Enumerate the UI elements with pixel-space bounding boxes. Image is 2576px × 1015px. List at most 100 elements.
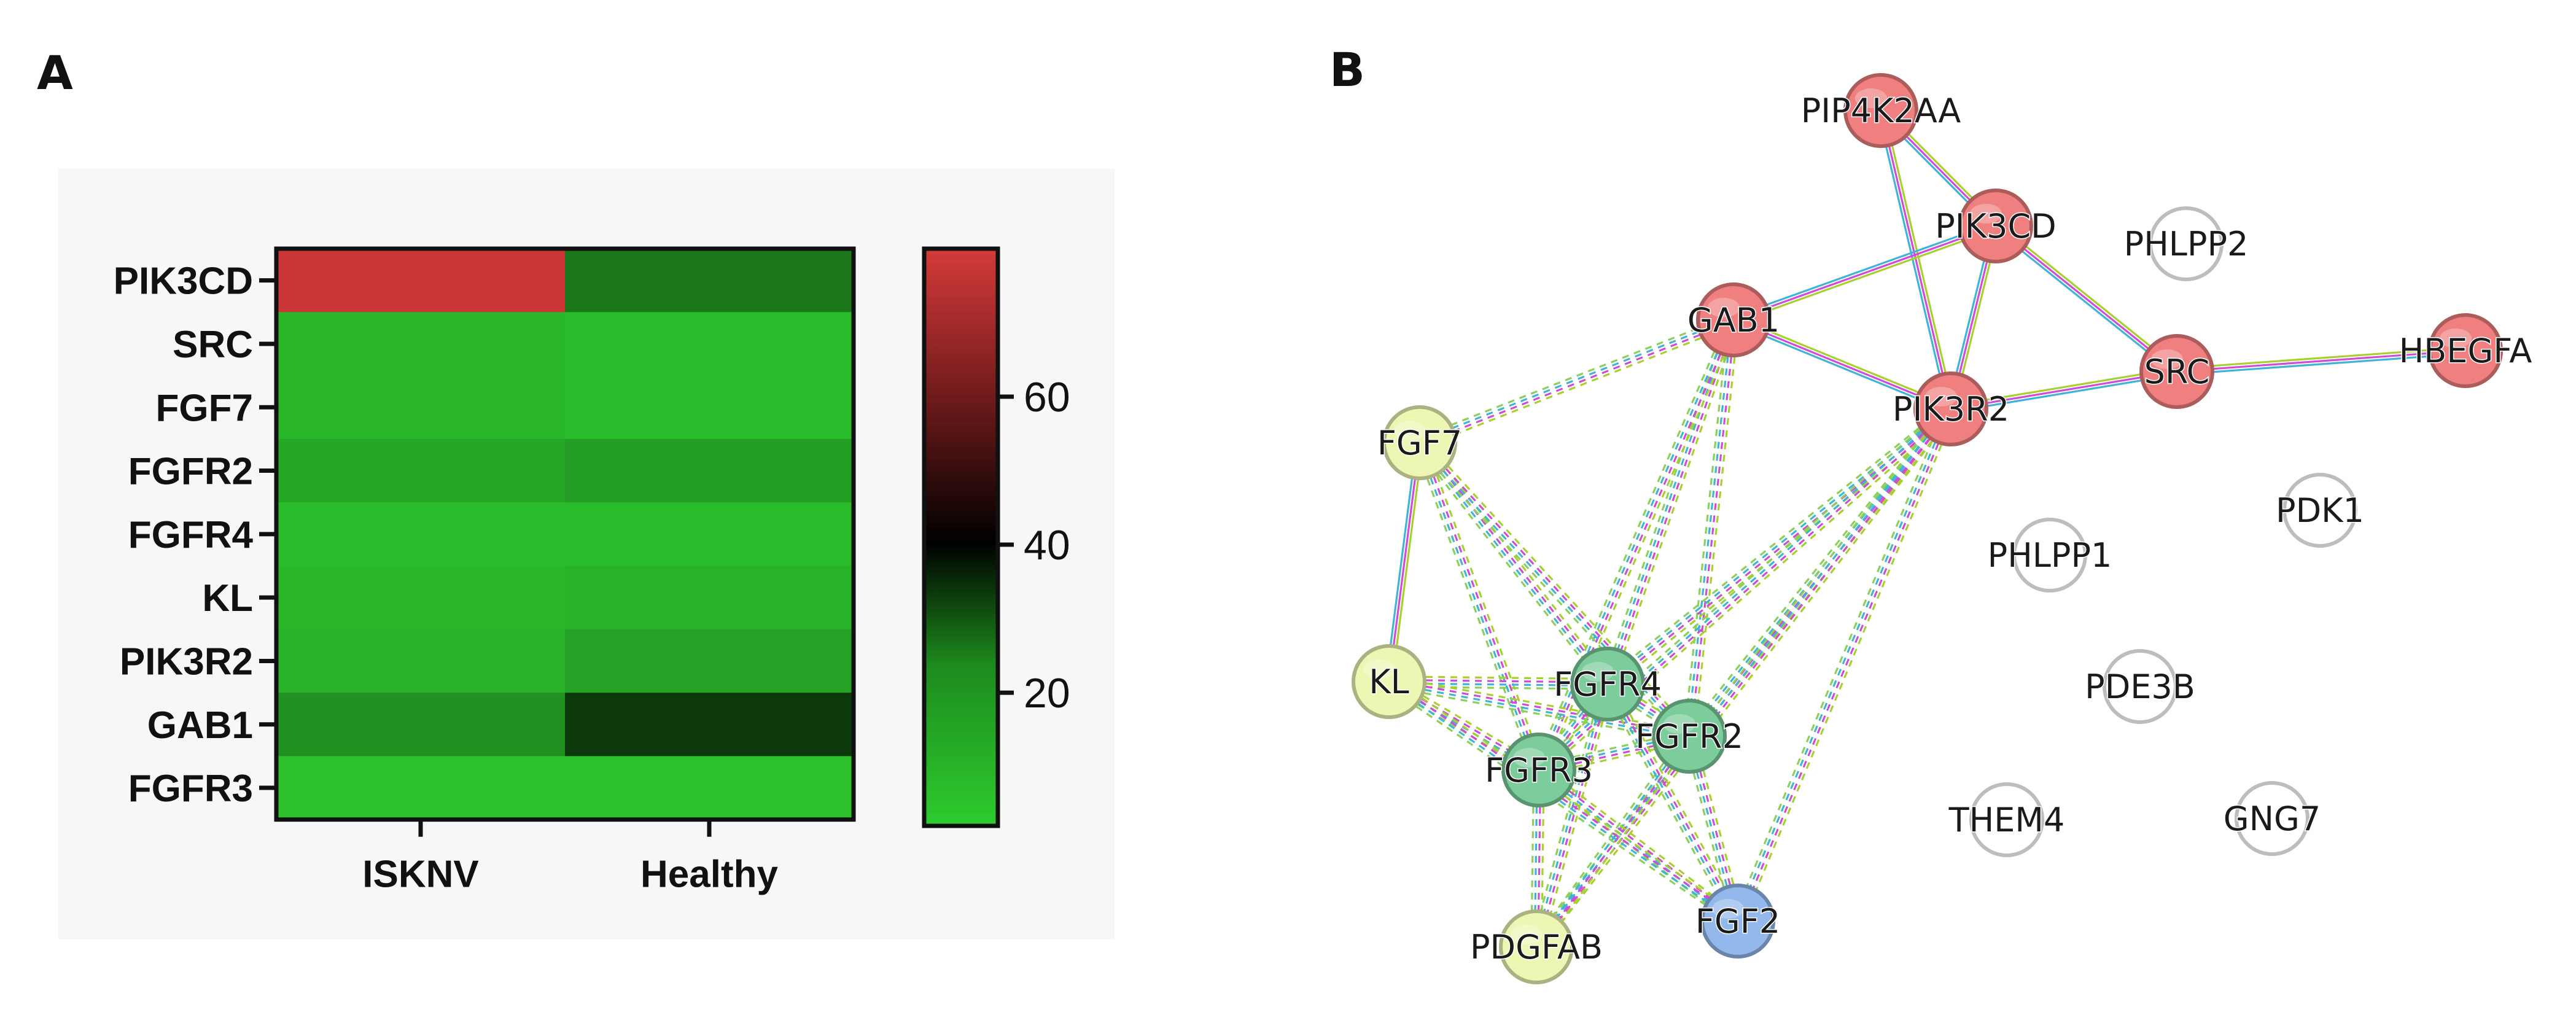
network-edge-strand (1389, 679, 1690, 736)
network-edge-strand (1611, 321, 1740, 686)
network-edge-strand (1417, 443, 1608, 686)
network-edge-strand (2176, 346, 2465, 370)
heatmap-cell (276, 756, 566, 820)
heatmap-cell (565, 249, 854, 313)
network-edge-strand (2176, 349, 2466, 373)
network-edge-strand (1732, 406, 1947, 920)
panel-b-letter: B (1329, 42, 1365, 97)
network-edge-strand (1388, 682, 1689, 739)
network-edge-strand (1611, 681, 1743, 919)
row-label: GAB1 (147, 704, 253, 747)
network-edge (1993, 222, 2180, 375)
row-label: PIK3R2 (120, 640, 253, 683)
network-edge-strand (1423, 438, 1613, 682)
row-label: KL (202, 577, 253, 620)
network-node-label: PHLPP2 (2124, 225, 2249, 263)
network-edge (1530, 682, 1614, 949)
network-edge (1601, 317, 1740, 686)
network-edge-strand (1732, 222, 1995, 318)
network-node-circle (1570, 647, 1645, 721)
network-edge-strand (1539, 768, 1740, 921)
network-node-label: PIP4K2AA (1801, 91, 1961, 130)
network-edge (1950, 367, 2178, 413)
network-node-highlight (2440, 329, 2472, 348)
network-node: KL (1352, 644, 1426, 719)
network-edge-strand (1417, 443, 1538, 771)
network-node-label: FGFR4 (1554, 665, 1662, 704)
network-edge-strand (1385, 685, 1736, 927)
network-node-label: SRC (2144, 352, 2210, 391)
network-node-label: PHLPP1 (1988, 536, 2112, 575)
network-edge-strand (1539, 411, 1956, 951)
network-edge-strand (1605, 684, 1737, 923)
network-node-highlight (1925, 387, 1957, 406)
network-node-circle (1501, 733, 1576, 807)
network-node-circle (1382, 405, 1457, 480)
network-node: PDE3B (2084, 649, 2196, 724)
network-edge-strand (1390, 675, 1691, 733)
network-edge (2176, 346, 2466, 376)
network-node: FGF2 (1694, 884, 1781, 959)
network-edge (1385, 676, 1741, 927)
network-edge (1414, 440, 1545, 772)
network-node-label: KL (1369, 663, 1409, 701)
network-node-circle (2139, 334, 2214, 409)
network-edge-strand (2177, 352, 2466, 376)
network-node-label: THEM4 (1948, 801, 2065, 839)
network-edge-strand (1741, 410, 1957, 924)
network-node-label: GAB1 (1687, 301, 1780, 340)
heatmap-cell (276, 502, 566, 566)
network-edge-strand (1534, 407, 1951, 947)
network-edge-strand (1733, 225, 1996, 321)
network-edge-strand (1536, 319, 1733, 770)
network-edge-strand (1414, 444, 1535, 772)
network-node: THEM4 (1947, 782, 2066, 857)
network-node-highlight (1855, 88, 1887, 108)
network-edge-strand (1880, 110, 1952, 410)
network-edge-strand (1536, 409, 1953, 949)
heatmap: PIK3CDSRCFGF7FGFR2FGFR4KLPIK3R2GAB1FGFR3… (114, 246, 856, 896)
heatmap-cell (565, 375, 854, 440)
network-node-circle (1969, 782, 2044, 857)
network-edge-strand (1605, 319, 1733, 684)
network-edge (1732, 222, 1998, 324)
network-edge (1385, 442, 1424, 682)
heatmap-cell (276, 566, 566, 630)
network-edge-strand (1683, 319, 1730, 736)
network-node: PDK1 (2275, 473, 2365, 548)
network-edge-strand (1531, 405, 1948, 944)
network-node-label: HBEGFA (2399, 332, 2532, 370)
network-node-label: PIK3R2 (1893, 390, 2009, 429)
network-edge-strand (1608, 320, 1737, 685)
network-edge (1732, 316, 1953, 413)
network-node-highlight (1511, 925, 1543, 944)
network-edge-strand (1388, 442, 1421, 682)
network-node-circle (1696, 282, 1771, 357)
network-edge-strand (1950, 370, 2177, 410)
network-edge-strand (1420, 441, 1610, 684)
heatmap-cell (565, 438, 854, 503)
network-edge (1602, 681, 1743, 924)
network-node-circle (1958, 189, 2033, 263)
network-edge (1683, 319, 1740, 737)
network-edge-strand (1883, 109, 1955, 409)
network-node-circle (2282, 473, 2357, 548)
network-edge-strand (1684, 405, 1948, 734)
network-edge (1388, 675, 1691, 742)
network-edge-strand (1690, 320, 1737, 737)
network-edge-strand (1733, 319, 1951, 410)
row-label: FGFR3 (128, 768, 253, 810)
network-node-circle (1843, 73, 1918, 148)
network-node-label: FGFR2 (1635, 717, 1743, 756)
heatmap-cell (276, 375, 566, 440)
network-edge-strand (1539, 738, 1694, 951)
network-node: FGFR3 (1484, 733, 1593, 807)
colorbar-tick-label: 60 (1024, 374, 1070, 421)
network-edge-strand (1422, 438, 1694, 734)
network-node-label: PDK1 (2276, 491, 2364, 530)
heatmap-cell (565, 312, 854, 376)
network-edge-strand (1534, 734, 1689, 947)
network-edge-strand (1420, 441, 1542, 770)
network-edge-strand (1997, 222, 2180, 370)
